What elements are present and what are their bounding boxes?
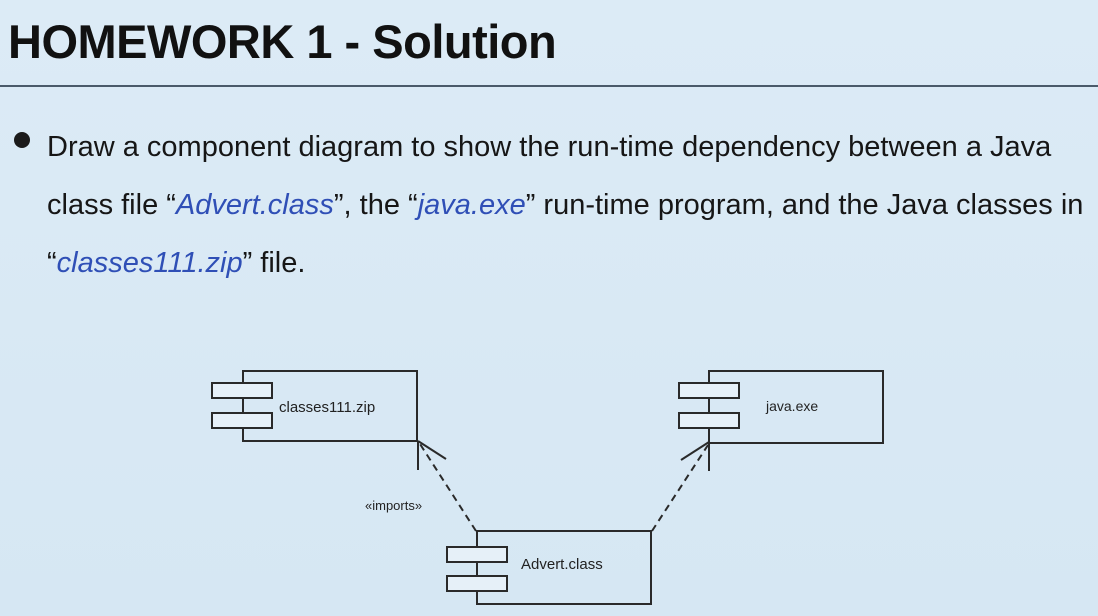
component-port-icon <box>446 546 508 563</box>
bullet-text-part2: ”, the “ <box>333 189 418 221</box>
component-port-icon <box>678 382 740 399</box>
classes-zip-name: classes111.zip <box>56 247 243 279</box>
component-port-icon <box>211 382 273 399</box>
bullet-text-part1: Draw a component diagram to show the run… <box>47 131 1052 221</box>
bullet-icon <box>14 132 30 148</box>
title-divider <box>0 85 1098 87</box>
component-label-classes: classes111.zip <box>279 399 375 416</box>
bullet-text-part4: ” file. <box>242 247 306 279</box>
component-port-icon <box>211 412 273 429</box>
dependency-arrow-imports <box>417 440 477 532</box>
imports-stereotype-label: «imports» <box>365 498 422 513</box>
java-exe-name: java.exe <box>417 189 526 221</box>
bullet-text: Draw a component diagram to show the run… <box>47 118 1092 292</box>
component-label-advert: Advert.class <box>521 556 603 573</box>
advert-file-name: Advert.class <box>175 189 334 221</box>
component-java-exe: java.exe <box>678 370 884 444</box>
component-label-java: java.exe <box>765 398 818 414</box>
component-classes-zip: classes111.zip <box>211 370 418 442</box>
component-advert-class: Advert.class <box>446 530 652 605</box>
slide-title: HOMEWORK 1 - Solution <box>8 15 557 68</box>
component-port-icon <box>446 575 508 592</box>
dependency-arrow-java <box>651 441 710 532</box>
component-port-icon <box>678 412 740 429</box>
bullet-text-part3: ” run-time program, and the Java classes… <box>47 189 1084 279</box>
